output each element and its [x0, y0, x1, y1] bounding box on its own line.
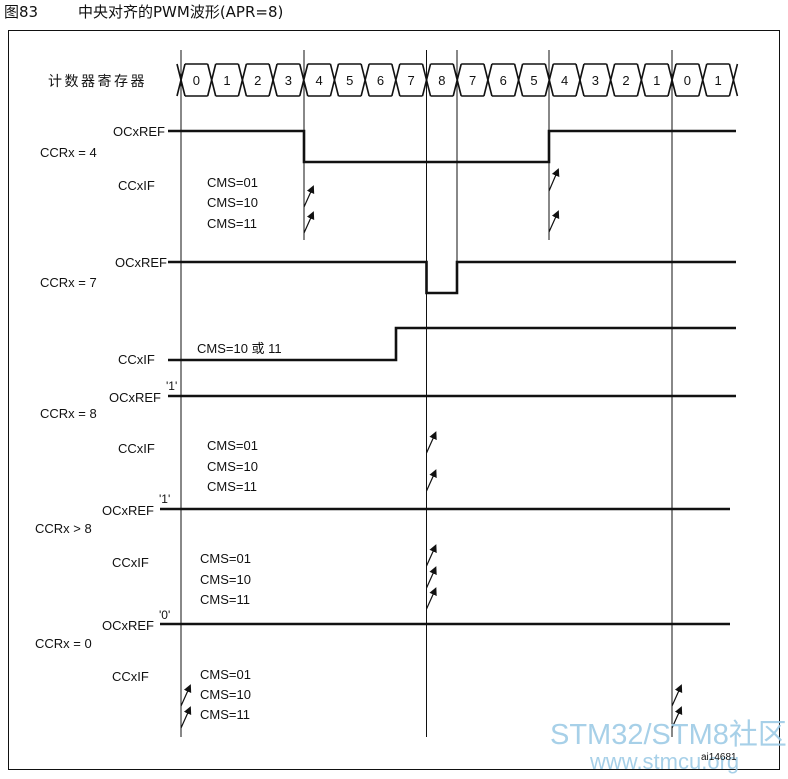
counter-transition — [728, 63, 739, 97]
level-label: '0' — [159, 608, 170, 622]
flag-set-arrow — [425, 566, 437, 589]
counter-transition — [697, 63, 708, 97]
flag-set-arrow — [180, 706, 192, 729]
panel-ccrx-7: OCxREF CCRx = 7 CCxIF CMS=10 或 11 — [40, 255, 736, 367]
counter-cell-value: 4 — [561, 73, 568, 88]
counter-cell-value: 5 — [530, 73, 537, 88]
ocxref-label: OCxREF — [102, 618, 154, 633]
panel-ccrx-8: '1' OCxREF CCRx = 8 CCxIF CMS=01 CMS=10 … — [40, 379, 736, 494]
ccxif-label: CCxIF — [118, 441, 155, 456]
flag-set-arrow — [425, 587, 437, 610]
ccrx-label: CCRx = 8 — [40, 406, 97, 421]
flag-set-arrow — [425, 431, 437, 454]
counter-cell-value: 3 — [285, 73, 292, 88]
counter-transition — [452, 63, 462, 97]
counter-transition — [360, 63, 370, 97]
watermark-title: STM32/STM8社区 — [550, 718, 787, 751]
cms-11-label: CMS=11 — [207, 216, 257, 231]
flag-set-arrow — [671, 706, 683, 729]
ccxif-waveform — [168, 326, 736, 362]
guide-lines — [180, 50, 673, 737]
flag-set-arrow — [425, 544, 437, 567]
flag-set-arrow — [671, 684, 683, 707]
counter-cell-value: 1 — [223, 73, 230, 88]
flag-set-arrow — [303, 211, 315, 234]
ccxif-label: CCxIF — [118, 178, 155, 193]
counter-transition — [513, 63, 524, 97]
cms-11-label: CMS=11 — [200, 707, 250, 722]
ocxref-waveform — [168, 260, 736, 295]
counter-transition — [605, 63, 616, 97]
flag-set-arrow — [548, 168, 560, 192]
counter-cell-value: 6 — [500, 73, 507, 88]
panel-ccrx-0: '0' OCxREF CCRx = 0 CCxIF CMS=01 CMS=10 … — [35, 608, 730, 729]
counter-transition — [421, 63, 432, 97]
flag-set-arrow — [425, 469, 437, 492]
ocxref-label: OCxREF — [113, 124, 165, 139]
ocxref-waveform — [168, 129, 736, 164]
counter-cell-value: 1 — [714, 73, 721, 88]
counter-transition — [237, 63, 248, 97]
ccrx-label: CCRx = 0 — [35, 636, 92, 651]
flag-set-arrow — [180, 684, 192, 707]
cms-10-label: CMS=10 — [200, 572, 251, 587]
counter-register-label: 计数器寄存器 — [48, 73, 147, 90]
counter-cell-value: 8 — [438, 73, 445, 88]
figure-caption: 中央对齐的PWM波形(APR=8) — [78, 3, 283, 21]
counter-transition — [667, 63, 677, 97]
cms-note: CMS=10 或 11 — [197, 341, 282, 356]
counter-cell-value: 4 — [315, 73, 322, 88]
figure-number: 图83 — [4, 3, 38, 21]
ccxif-label: CCxIF — [112, 669, 149, 684]
diagram-frame — [8, 30, 780, 770]
counter-cell-value: 3 — [592, 73, 599, 88]
cms-01-label: CMS=01 — [207, 175, 258, 190]
ocxref-label: OCxREF — [109, 390, 161, 405]
counter-cell-value: 6 — [377, 73, 384, 88]
cms-01-label: CMS=01 — [200, 551, 251, 566]
ocxref-label: OCxREF — [115, 255, 167, 270]
counter-bus: 0 1 2 3 4 5 6 7 8 7 6 5 4 3 2 1 0 1 — [176, 63, 739, 97]
counter-transition — [176, 63, 186, 97]
counter-cell-value: 7 — [408, 73, 415, 88]
level-label: '1' — [159, 492, 170, 506]
counter-cell-value: 2 — [622, 73, 629, 88]
counter-transition — [483, 63, 493, 97]
ccrx-label: CCRx = 4 — [40, 145, 97, 160]
counter-transition — [391, 63, 401, 97]
counter-transition — [636, 63, 647, 97]
ocxref-label: OCxREF — [102, 503, 154, 518]
counter-cell-value: 0 — [684, 73, 691, 88]
ccrx-label: CCRx = 7 — [40, 275, 97, 290]
panel-ccrx-gt-8: '1' OCxREF CCRx > 8 CCxIF CMS=01 CMS=10 … — [35, 492, 730, 610]
watermark-url: www.stmcu.org — [589, 749, 739, 774]
flag-set-arrow — [303, 185, 315, 208]
cms-10-label: CMS=10 — [200, 687, 251, 702]
cms-10-label: CMS=10 — [207, 195, 258, 210]
cms-10-label: CMS=10 — [207, 459, 258, 474]
level-label: '1' — [166, 379, 177, 393]
counter-transition — [575, 63, 585, 97]
counter-cell-value: 2 — [254, 73, 261, 88]
cms-01-label: CMS=01 — [207, 438, 258, 453]
ccxif-label: CCxIF — [112, 555, 149, 570]
cms-01-label: CMS=01 — [200, 667, 251, 682]
counter-cell-value: 1 — [653, 73, 660, 88]
figure-id: ai14681 — [701, 752, 737, 763]
counter-cell-value: 5 — [346, 73, 353, 88]
counter-transition — [268, 63, 278, 97]
ccrx-label: CCRx > 8 — [35, 521, 92, 536]
counter-cell-value: 7 — [469, 73, 476, 88]
counter-cell-value: 0 — [193, 73, 200, 88]
cms-11-label: CMS=11 — [200, 592, 250, 607]
counter-transition — [206, 63, 217, 97]
cms-11-label: CMS=11 — [207, 479, 257, 494]
panel-ccrx-4: OCxREF CCRx = 4 CCxIF CMS=01 CMS=10 CMS=… — [40, 124, 736, 234]
flag-set-arrow — [548, 210, 560, 233]
counter-transition — [298, 63, 309, 97]
counter-transition — [329, 63, 340, 97]
counter-transition — [544, 63, 555, 97]
ccxif-label: CCxIF — [118, 352, 155, 367]
